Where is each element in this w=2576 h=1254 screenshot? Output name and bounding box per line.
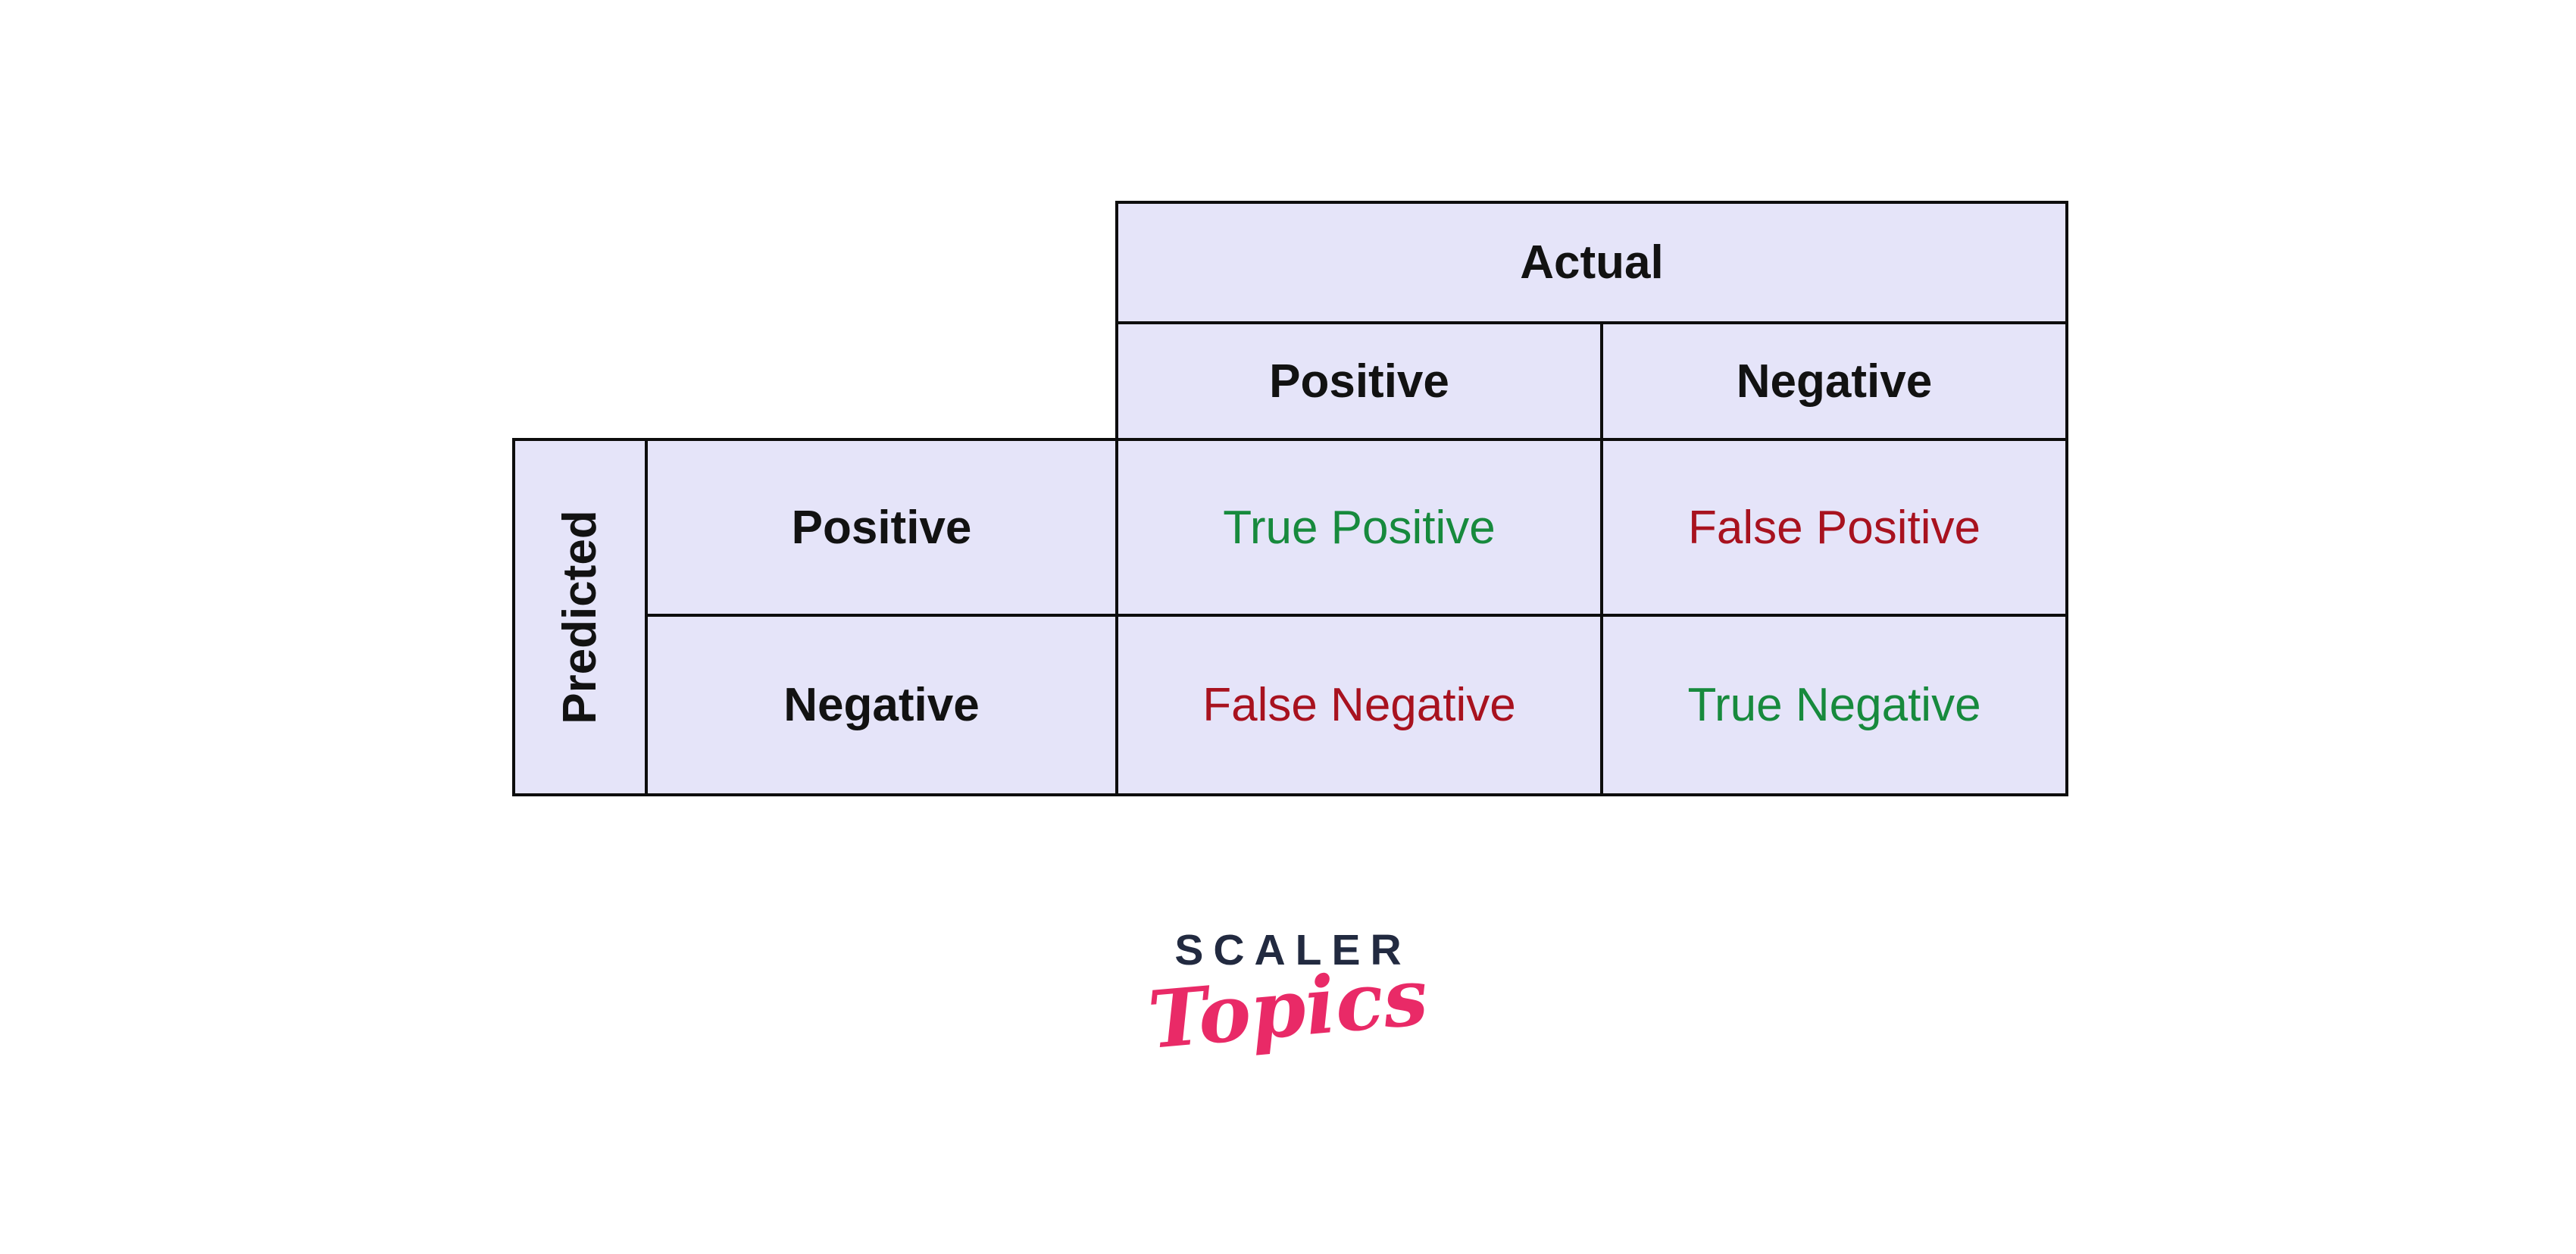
cell-true-positive: True Positive xyxy=(1115,438,1603,617)
confusion-matrix-table: Actual Positive Negative Predicted Posit… xyxy=(512,201,2068,796)
predicted-axis-label: Predicted xyxy=(554,510,607,724)
scaler-topics-logo: SCALER Topics xyxy=(1061,926,1515,1067)
row-header-positive: Positive xyxy=(645,438,1118,617)
cell-true-negative: True Negative xyxy=(1600,614,2068,796)
predicted-axis-cell: Predicted xyxy=(512,438,648,796)
row-header-negative: Negative xyxy=(645,614,1118,796)
spacer-cell xyxy=(514,202,1117,323)
col-header-negative: Negative xyxy=(1600,321,2068,441)
cell-false-negative: False Negative xyxy=(1115,614,1603,796)
predicted-axis-wrap: Predicted xyxy=(515,441,645,793)
cell-false-positive: False Positive xyxy=(1600,438,2068,617)
col-header-positive: Positive xyxy=(1115,321,1603,441)
actual-axis-label: Actual xyxy=(1115,201,2068,324)
spacer-cell xyxy=(514,323,1117,439)
scaler-logo-wordmark: SCALER xyxy=(1174,926,1411,974)
